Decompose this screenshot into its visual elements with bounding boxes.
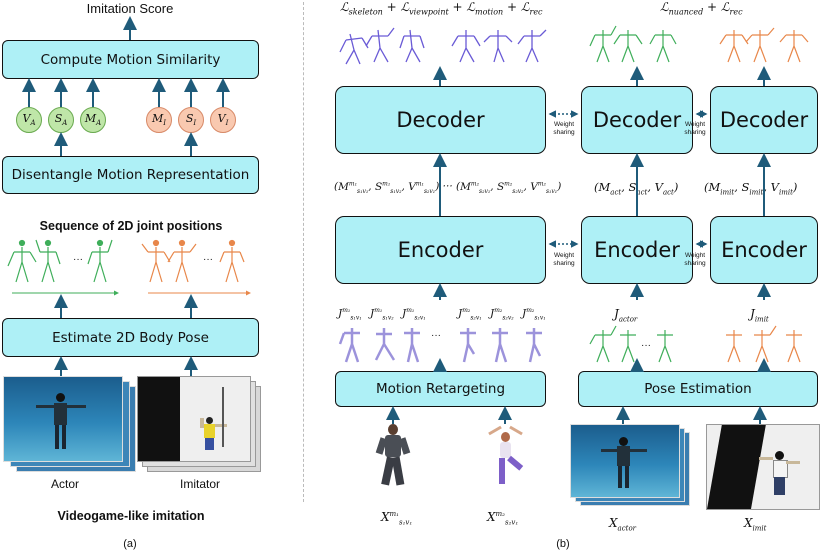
circle-v-imitator: VI <box>210 107 236 133</box>
panel-a-label: (a) <box>123 538 137 550</box>
x-label-m2: Xm₂s₂v₁ <box>487 510 519 527</box>
x-actor-label: Xactor <box>609 516 637 533</box>
dots-actor: ··· <box>73 254 83 265</box>
skeletons-actor-mid <box>589 325 673 363</box>
triple-left: (Mm₁s₁v₁, Sm₁s₁v₂, Vm₁s₂v₁) ··· (Mm₂s₂v₁… <box>334 180 562 195</box>
actor-label: Actor <box>50 477 79 491</box>
circle-m-actor: MA <box>80 107 106 133</box>
circle-m-imitator: MI <box>146 107 172 133</box>
panel-b-label: (b) <box>556 538 570 550</box>
imitator-photo <box>137 376 251 462</box>
skeletons-retarget-top <box>339 27 547 65</box>
skeletons-imitator-mid <box>726 325 802 363</box>
encoder-main: Encoder <box>335 216 546 284</box>
weight-sharing-enc-2: Weight sharing <box>684 252 706 267</box>
imitation-score-title: Imitation Score <box>86 1 174 16</box>
imitator-b-photo <box>706 424 820 510</box>
weight-sharing-dec-2: Weight sharing <box>684 121 706 136</box>
motion-retargeting-box: Motion Retargeting <box>335 371 546 407</box>
estimate-pose-box: Estimate 2D Body Pose <box>2 318 259 357</box>
decoder-actor: Decoder <box>581 86 693 154</box>
x-label-m1: Xm₁s₁v₁ <box>381 510 413 527</box>
skeletons-actor-a <box>7 239 113 283</box>
joint-label-5: Jm₂s₂v₂ <box>490 307 514 322</box>
decoder-main: Decoder <box>335 86 546 154</box>
skeletons-retarget-mid <box>338 328 542 363</box>
weight-sharing-enc-1: Weight sharing <box>553 252 575 267</box>
weight-sharing-dec-1: Weight sharing <box>553 121 575 136</box>
circle-s-imitator: SI <box>178 107 204 133</box>
compute-motion-similarity-box: Compute Motion Similarity <box>2 40 259 79</box>
imitator-label: Imitator <box>179 477 220 491</box>
x-imit-label: Ximit <box>744 516 767 533</box>
weight-sharing-arrows <box>548 110 708 248</box>
disentangle-box: Disentangle Motion Representation <box>2 156 259 194</box>
panel-b-arrows <box>386 66 771 424</box>
actor-b-photo <box>570 424 680 498</box>
actor-photo <box>3 376 123 462</box>
joint-label-1: Jm₁s₁v₁ <box>338 307 362 322</box>
dots-actor-b: ··· <box>641 340 651 351</box>
sequence-label: Sequence of 2D joint positions <box>39 219 223 233</box>
triple-imitator: (Mimit, Simit, Vimit) <box>704 180 798 197</box>
avatar-female <box>486 424 526 494</box>
loss-left: ℒskeleton + ℒviewpoint + ℒmotion + ℒrec <box>340 0 543 17</box>
panel-a-arrows <box>22 16 230 376</box>
avatar-male <box>375 424 411 494</box>
panel-divider <box>303 2 304 502</box>
encoder-imitator: Encoder <box>710 216 818 284</box>
skeletons-imitator-a <box>141 239 245 283</box>
dots-imitator: ··· <box>203 254 213 265</box>
dots-retarget: ··· <box>431 330 441 341</box>
joint-label-3: Jm₁s₂v₁ <box>402 307 426 322</box>
joint-label-4: Jm₂s₂v₁ <box>458 307 482 322</box>
encoder-actor: Encoder <box>581 216 693 284</box>
circle-v-actor: VA <box>16 107 42 133</box>
pose-estimation-box: Pose Estimation <box>578 371 818 407</box>
j-imit-label: Jimit <box>750 307 769 324</box>
triple-actor: (Mact, Sact, Vact) <box>594 180 679 197</box>
joint-label-2: Jm₁s₁v₂ <box>370 307 394 322</box>
joint-label-6: Jm₂s₁v₁ <box>522 307 546 322</box>
decoder-imitator: Decoder <box>710 86 818 154</box>
skeletons-imitator-top <box>719 27 809 63</box>
skeletons-actor-top <box>589 25 677 63</box>
loss-right: ℒnuanced + ℒrec <box>660 0 743 17</box>
j-actor-label: Jactor <box>614 307 638 324</box>
caption-a: Videogame-like imitation <box>57 509 205 523</box>
